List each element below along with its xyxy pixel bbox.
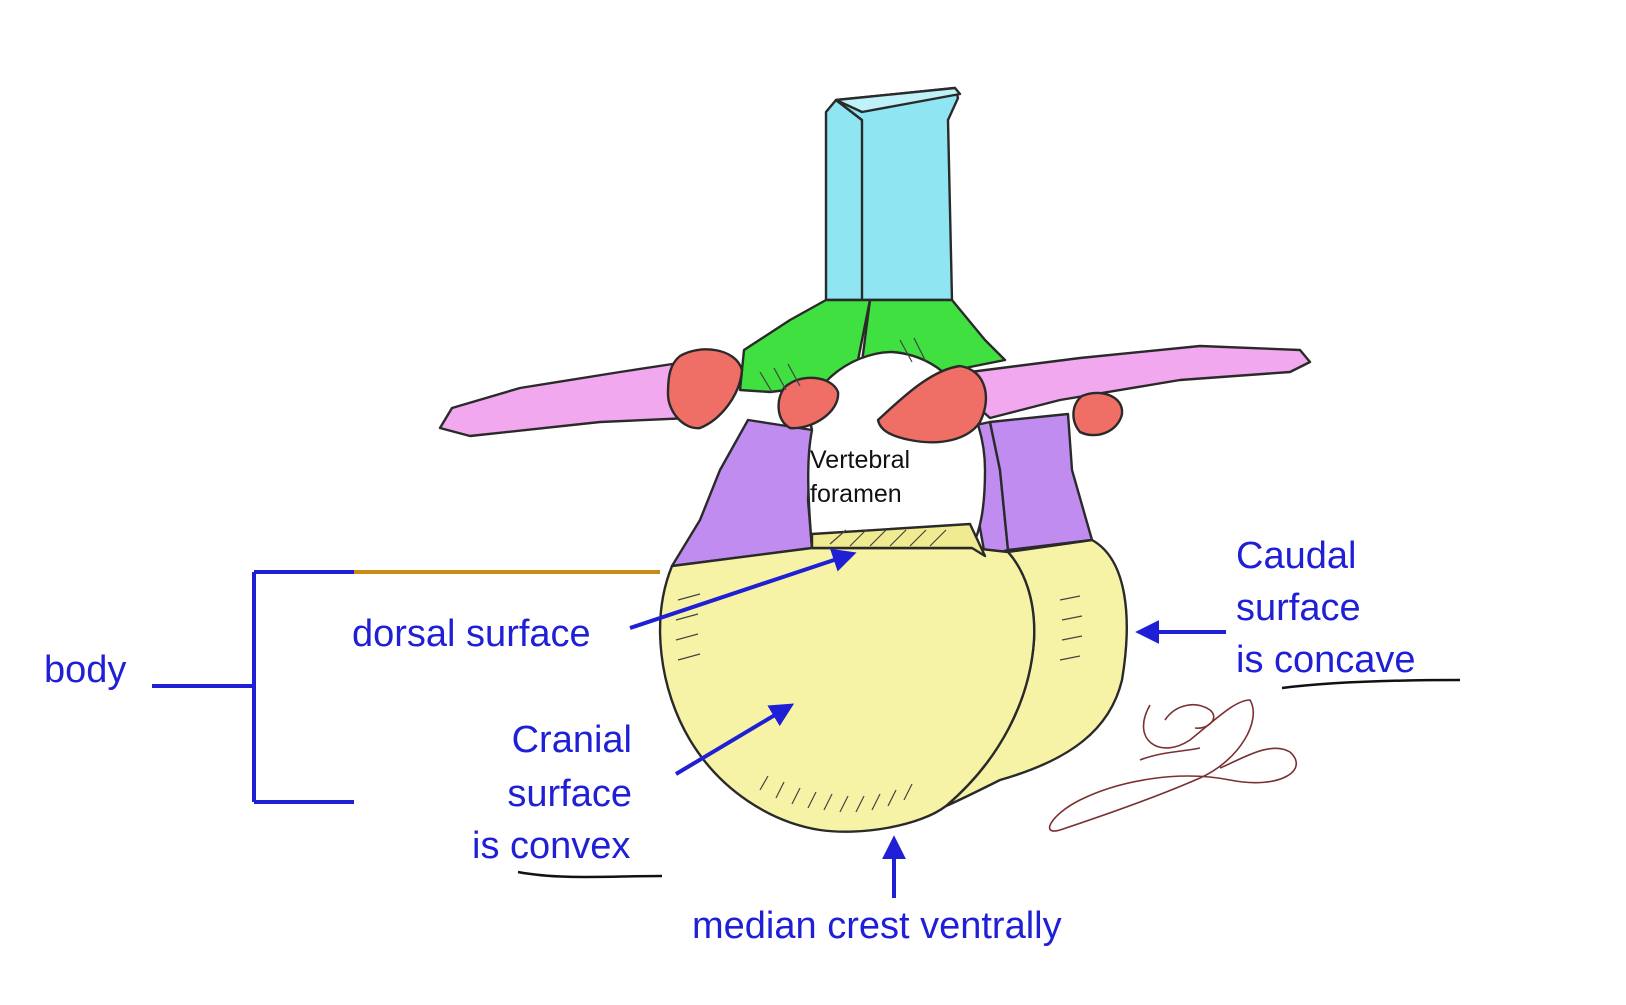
dorsal-surface-arrow [629, 548, 857, 630]
body-label: body [44, 649, 126, 691]
caudal-label-concave: concave [1274, 639, 1416, 681]
body-hatching [675, 337, 1083, 813]
right-articular-facet [876, 364, 988, 444]
cranial-label-convex: convex [510, 825, 630, 867]
cranial-surface-arrow [674, 703, 795, 776]
artist-signature [1048, 699, 1297, 832]
caudal-label-line2: surface [1236, 587, 1361, 629]
vertebral-foramen-label-line1: Vertebral [810, 446, 910, 474]
concave-underline [1281, 678, 1461, 690]
cranial-label-line1: Cranial [512, 719, 632, 761]
caudal-label-line1: Caudal [1236, 535, 1356, 577]
cranial-label-line2: surface [507, 773, 632, 815]
median-crest-label: median crest ventrally [692, 905, 1062, 947]
body-bracket [152, 570, 354, 804]
right-pedicle-outer [988, 412, 1094, 552]
left-lamina [738, 298, 872, 394]
right-mammillary-facet [1072, 391, 1124, 437]
spinous-process-top [834, 86, 962, 114]
vertebral-foramen-label-line2: foramen [810, 480, 902, 508]
left-articular-facet [666, 348, 744, 430]
left-pedicle [670, 418, 814, 568]
cranial-label-is: is [472, 825, 510, 867]
dorsal-surface-band [810, 522, 987, 558]
dorsal-surface-label: dorsal surface [352, 613, 591, 655]
caudal-label-line3: is concave [1236, 639, 1416, 681]
left-articular-facet-2 [777, 376, 840, 430]
right-transverse-process [968, 344, 1312, 420]
caudal-label-is: is [1236, 639, 1274, 681]
convex-underline [517, 870, 663, 879]
cranial-label-line3: is convex [472, 825, 630, 867]
vertebral-body-cranial [658, 546, 1036, 833]
